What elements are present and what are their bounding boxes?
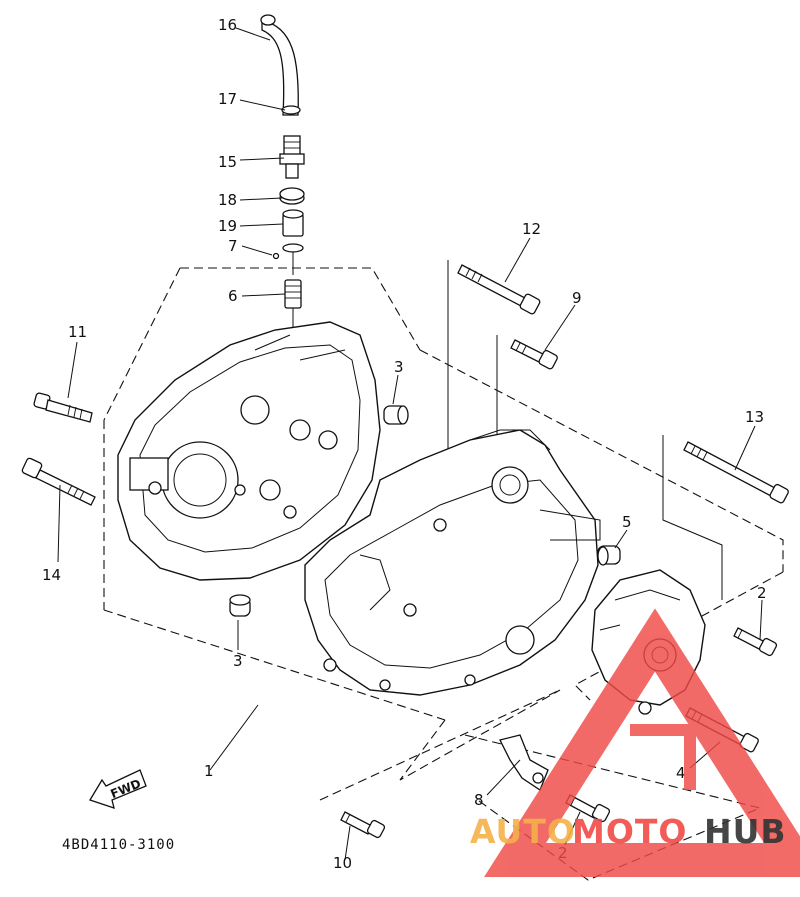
- assembly-outline-left: [103, 267, 446, 721]
- callout-5: 5: [622, 513, 632, 531]
- dowel-pin-3-upper: [383, 405, 409, 425]
- watermark-logo: [484, 608, 800, 877]
- breather-hose-16: [260, 14, 299, 116]
- crankcase-right-half: [304, 429, 601, 696]
- callout-1: 1: [204, 762, 214, 780]
- bolt-2-lower: [565, 794, 611, 823]
- hose-clamp-18: [279, 187, 305, 205]
- callout-labels: 16 17 15 18 19 7 6 11 14 3 3 12 9 13 5 2…: [42, 16, 767, 872]
- callout-3-lower: 3: [233, 652, 243, 670]
- watermark-triangle-icon: [484, 608, 800, 877]
- callout-2-upper: 2: [757, 584, 767, 602]
- bracket-8: [499, 734, 549, 791]
- crankcase-left-half: [117, 321, 381, 581]
- callout-10: 10: [333, 854, 352, 872]
- dowel-pin-3-lower: [229, 594, 251, 617]
- callout-7: 7: [228, 237, 238, 255]
- breather-nipple-6: [284, 279, 302, 350]
- diagram-part-code: 4BD4110-3100: [62, 837, 175, 853]
- callout-16: 16: [218, 16, 237, 34]
- watermark-word-auto: AUTO: [470, 812, 576, 851]
- bolt-14: [21, 457, 96, 506]
- callout-13: 13: [745, 408, 764, 426]
- leader-lines: [57, 27, 763, 861]
- bolt-9: [510, 339, 558, 370]
- callout-19: 19: [218, 217, 237, 235]
- watermark-word-moto: MOTO: [572, 812, 687, 851]
- o-ring-7: [272, 243, 304, 275]
- bolt-2-upper: [733, 627, 778, 657]
- callout-12: 12: [522, 220, 541, 238]
- dowel-pin-5: [597, 545, 621, 566]
- bolt-11: [33, 392, 93, 423]
- bolt-12: [457, 264, 541, 315]
- hose-clip-17: [281, 105, 301, 115]
- watermark-text: AUTO MOTO HUB: [470, 812, 787, 851]
- callout-18: 18: [218, 191, 237, 209]
- forward-direction-arrow: FWD: [89, 769, 147, 809]
- callout-4: 4: [676, 764, 686, 782]
- grommet-19: [282, 209, 304, 237]
- callout-17: 17: [218, 90, 237, 108]
- callout-8: 8: [474, 791, 484, 809]
- callout-9: 9: [572, 289, 582, 307]
- bolt-13: [683, 441, 789, 504]
- callout-14: 14: [42, 566, 61, 584]
- callout-6: 6: [228, 287, 238, 305]
- watermark-word-hub: HUB: [704, 812, 787, 851]
- callout-11: 11: [68, 323, 87, 341]
- callout-3-upper: 3: [394, 358, 404, 376]
- breather-union-15: [279, 135, 305, 179]
- callout-15: 15: [218, 153, 237, 171]
- bolt-10: [340, 811, 386, 839]
